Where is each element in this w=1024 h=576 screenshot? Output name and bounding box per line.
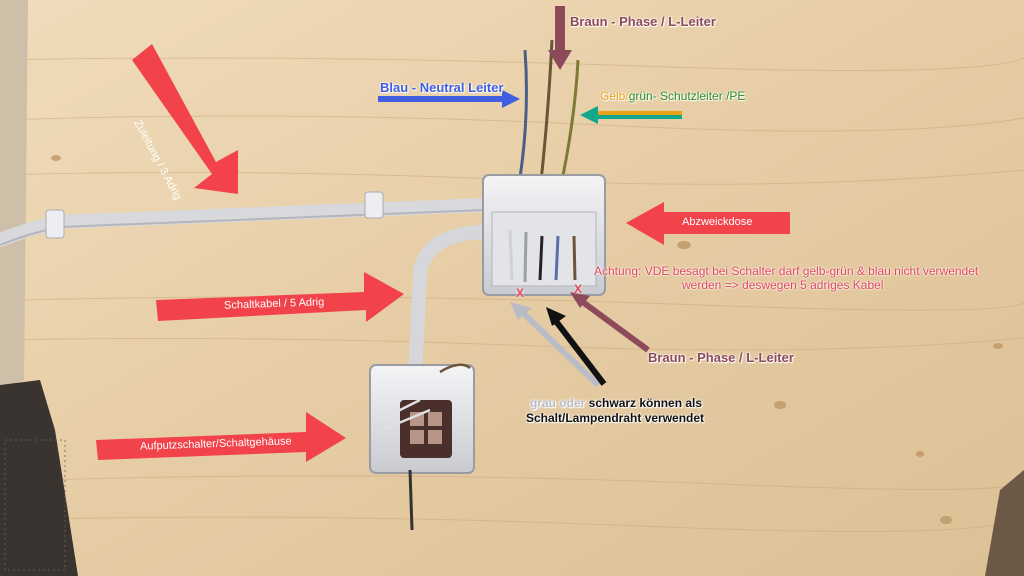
switch-cable [408, 225, 489, 381]
radiator-grille [0, 380, 78, 576]
switch-wires [379, 398, 431, 432]
label-grau-oder: grau oder schwarz können als [530, 396, 702, 410]
label-grau-oder-part1: grau oder [530, 396, 586, 410]
arrow-brown-bottom [570, 292, 650, 353]
arrow-pe [580, 106, 682, 124]
arrow-blue [378, 90, 520, 108]
label-brown-bottom: Braun - Phase / L-Leiter [648, 350, 794, 365]
cable-clip-1 [45, 209, 65, 239]
arrow-aufputz [96, 412, 346, 462]
label-pe-part2: grün- Schutzleiter /PE [628, 89, 746, 103]
left-wall-edge [0, 0, 28, 390]
label-achtung-line1: Achtung: VDE besagt bei Schalter darf ge… [594, 264, 979, 278]
wood-knots [51, 155, 1003, 524]
arrow-grey [510, 302, 601, 388]
arrow-black [546, 307, 607, 386]
arrow-zuleitung [132, 44, 238, 194]
label-x-right: X [574, 282, 583, 296]
arrow-schaltkabel [156, 272, 404, 322]
label-blue-neutral: Blau - Neutral Leiter [380, 80, 504, 95]
arrow-brown-top [548, 6, 572, 70]
label-x-left: X [516, 286, 525, 300]
label-pe: Gelb/grün- Schutzleiter /PE [600, 89, 745, 103]
right-corner-shadow [985, 470, 1024, 576]
label-abzweigdose: Abzweickdose [682, 216, 753, 228]
grille-dots [4, 439, 66, 571]
label-achtung-line2: werden => deswegen 5 adriges Kabel [682, 278, 884, 292]
cable-clip-2 [364, 191, 384, 219]
label-schalt-lampendraht: Schalt/Lampendraht verwendet [526, 411, 705, 425]
wire-brown-top [538, 39, 554, 191]
label-pe-part1: Gelb/ [600, 89, 629, 103]
switch-insert [400, 400, 452, 458]
box-wires [508, 229, 577, 283]
label-brown-top: Braun - Phase / L-Leiter [570, 14, 716, 29]
label-grau-oder-part2: schwarz können als [585, 396, 703, 410]
arrow-abzweigdose [626, 202, 790, 245]
